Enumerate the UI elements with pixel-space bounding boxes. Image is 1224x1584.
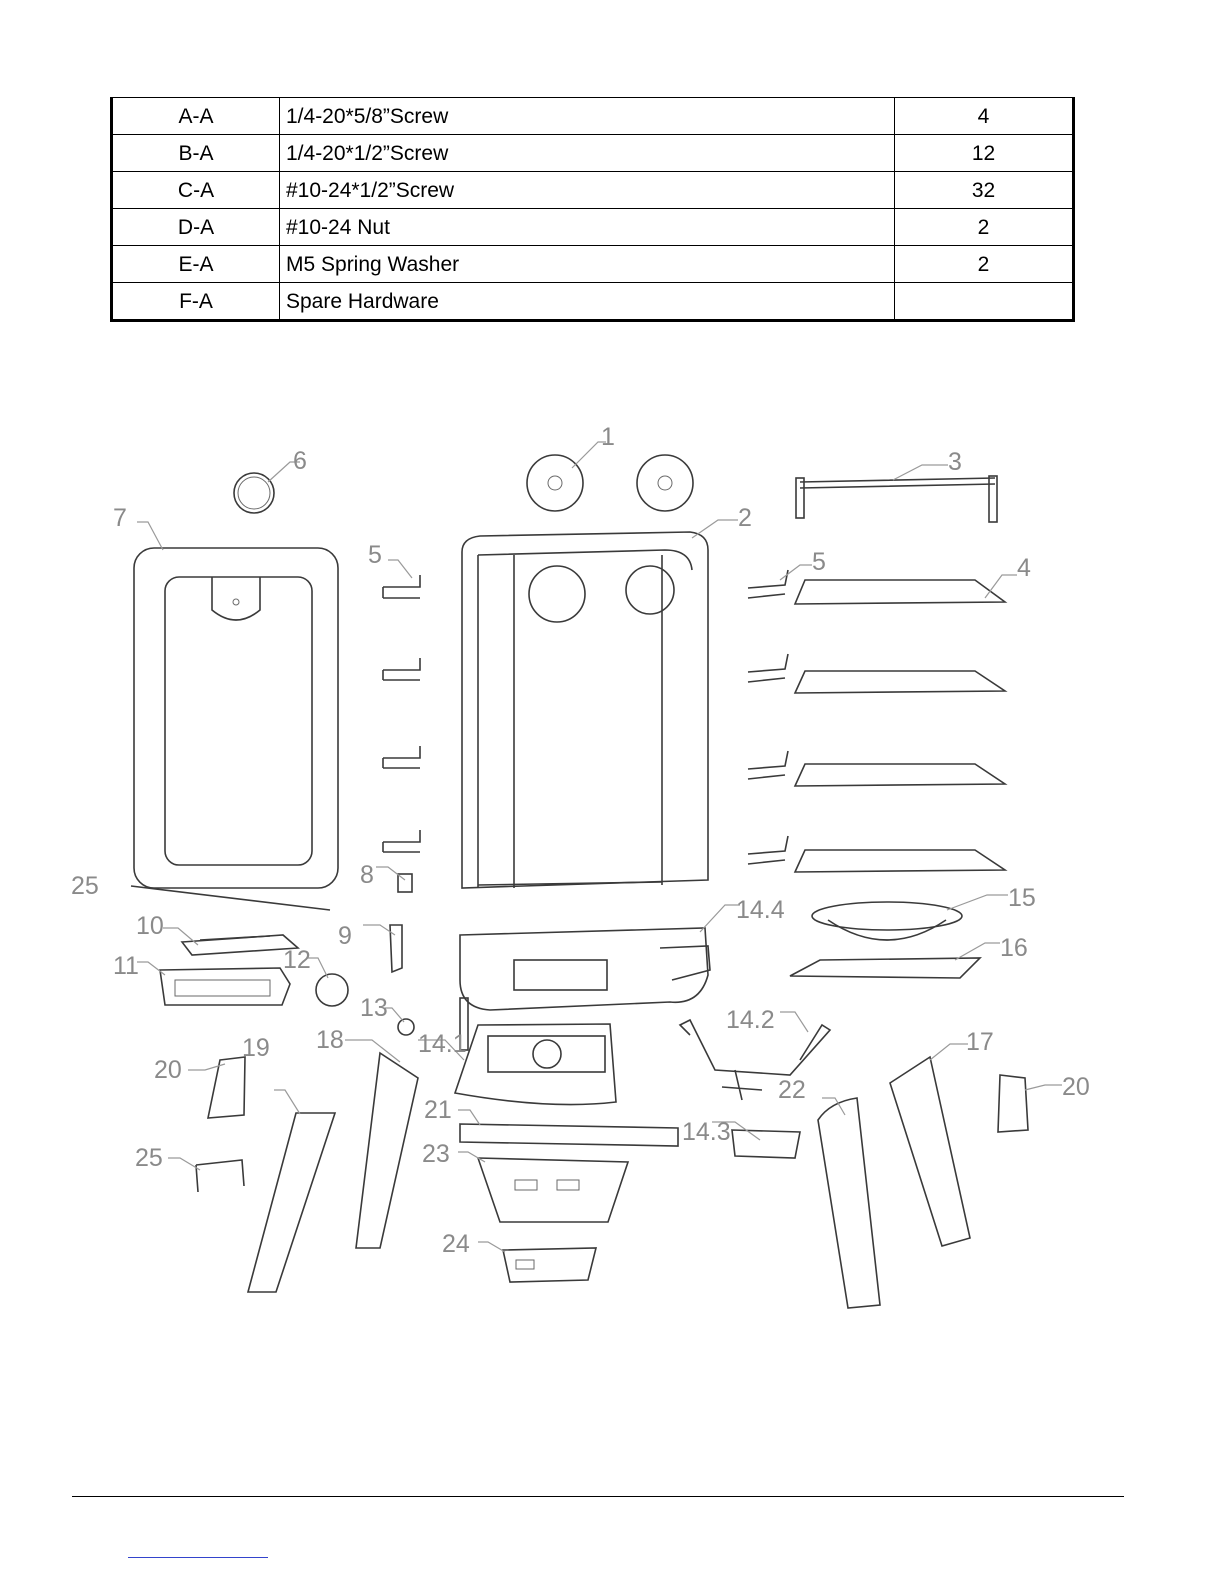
part-pan-support bbox=[790, 958, 980, 978]
label-part-20: 20 bbox=[154, 1056, 182, 1084]
hardware-qty: 2 bbox=[895, 209, 1074, 246]
label-part-16: 16 bbox=[1000, 934, 1028, 962]
hardware-description: Spare Hardware bbox=[280, 283, 895, 321]
label-part-6: 6 bbox=[293, 447, 307, 475]
footer-link-underline[interactable] bbox=[128, 1557, 268, 1558]
label-part-9: 9 bbox=[338, 922, 352, 950]
exploded-parts-diagram: 6 1 3 2 7 5 5 4 25 8 14.4 15 10 9 16 11 … bbox=[0, 380, 1224, 1340]
label-part-18: 18 bbox=[316, 1026, 344, 1054]
label-part-7: 7 bbox=[113, 504, 127, 532]
part-bushing bbox=[398, 1019, 414, 1035]
hardware-description: #10-24 Nut bbox=[280, 209, 895, 246]
hardware-code: E-A bbox=[112, 246, 280, 283]
label-part-24: 24 bbox=[442, 1230, 470, 1258]
label-part-14-2: 14.2 bbox=[726, 1006, 775, 1034]
part-leg-bracket bbox=[196, 1160, 244, 1192]
hardware-code: C-A bbox=[112, 172, 280, 209]
part-leg-cover bbox=[208, 1057, 1028, 1132]
label-part-25: 25 bbox=[135, 1144, 163, 1172]
label-part-20: 20 bbox=[1062, 1073, 1090, 1101]
hardware-qty: 4 bbox=[895, 98, 1074, 135]
label-part-2: 2 bbox=[738, 504, 752, 532]
label-part-3: 3 bbox=[948, 448, 962, 476]
label-part-5: 5 bbox=[812, 548, 826, 576]
table-row: F-A Spare Hardware bbox=[112, 283, 1074, 321]
part-front-rail bbox=[460, 1124, 678, 1146]
hardware-table: A-A 1/4-20*5/8”Screw 4 B-A 1/4-20*1/2”Sc… bbox=[110, 97, 1075, 322]
part-base-box bbox=[460, 928, 710, 1010]
label-part-17: 17 bbox=[966, 1028, 994, 1056]
footer-divider bbox=[72, 1496, 1124, 1497]
label-part-14-4: 14.4 bbox=[736, 896, 785, 924]
part-control-panel bbox=[455, 998, 616, 1105]
part-front-leg-left bbox=[248, 1113, 335, 1292]
part-rear-leg-left bbox=[356, 1053, 418, 1248]
label-part-14-1: 14.1 bbox=[418, 1030, 467, 1058]
label-part-11: 11 bbox=[113, 952, 139, 980]
hardware-description: #10-24*1/2”Screw bbox=[280, 172, 895, 209]
part-ash-pan bbox=[503, 1248, 596, 1282]
label-part-5: 5 bbox=[368, 541, 382, 569]
part-chip-tray bbox=[182, 935, 298, 955]
part-cabinet bbox=[462, 532, 708, 888]
part-damper bbox=[527, 455, 693, 511]
hardware-code: D-A bbox=[112, 209, 280, 246]
label-part-25: 25 bbox=[71, 872, 99, 900]
label-part-1: 1 bbox=[601, 423, 615, 451]
part-water-pan bbox=[812, 902, 962, 940]
label-part-21: 21 bbox=[424, 1096, 452, 1124]
label-part-12: 12 bbox=[283, 946, 311, 974]
label-part-10: 10 bbox=[136, 912, 164, 940]
label-part-8: 8 bbox=[360, 861, 374, 889]
hardware-description: 1/4-20*5/8”Screw bbox=[280, 98, 895, 135]
label-part-23: 23 bbox=[422, 1140, 450, 1168]
part-ring bbox=[234, 473, 274, 513]
hardware-code: F-A bbox=[112, 283, 280, 321]
part-bracket bbox=[390, 925, 402, 972]
label-part-14-3: 14.3 bbox=[682, 1118, 731, 1146]
hardware-qty: 12 bbox=[895, 135, 1074, 172]
table-row: D-A #10-24 Nut 2 bbox=[112, 209, 1074, 246]
hardware-description: 1/4-20*1/2”Screw bbox=[280, 135, 895, 172]
hardware-description: M5 Spring Washer bbox=[280, 246, 895, 283]
label-part-4: 4 bbox=[1017, 554, 1031, 582]
part-heat-shield bbox=[732, 1130, 800, 1158]
part-rack-support bbox=[383, 570, 788, 864]
hardware-code: A-A bbox=[112, 98, 280, 135]
table-row: E-A M5 Spring Washer 2 bbox=[112, 246, 1074, 283]
hardware-code: B-A bbox=[112, 135, 280, 172]
part-handle bbox=[796, 476, 997, 522]
table-row: A-A 1/4-20*5/8”Screw 4 bbox=[112, 98, 1074, 135]
table-row: B-A 1/4-20*1/2”Screw 12 bbox=[112, 135, 1074, 172]
part-cooking-grid bbox=[795, 580, 1005, 872]
hardware-qty: 2 bbox=[895, 246, 1074, 283]
part-control-knob bbox=[316, 974, 348, 1006]
part-door bbox=[131, 548, 338, 910]
label-part-13: 13 bbox=[360, 994, 388, 1022]
label-part-19: 19 bbox=[242, 1034, 270, 1062]
hardware-qty bbox=[895, 283, 1074, 321]
hardware-qty: 32 bbox=[895, 172, 1074, 209]
table-row: C-A #10-24*1/2”Screw 32 bbox=[112, 172, 1074, 209]
part-chip-box bbox=[160, 968, 290, 1005]
leader-lines bbox=[137, 442, 1062, 1252]
label-part-15: 15 bbox=[1008, 884, 1036, 912]
part-rear-leg-right bbox=[890, 1057, 970, 1246]
part-front-leg-right bbox=[818, 1098, 880, 1308]
part-firebox bbox=[478, 1158, 628, 1222]
label-part-22: 22 bbox=[778, 1076, 806, 1104]
